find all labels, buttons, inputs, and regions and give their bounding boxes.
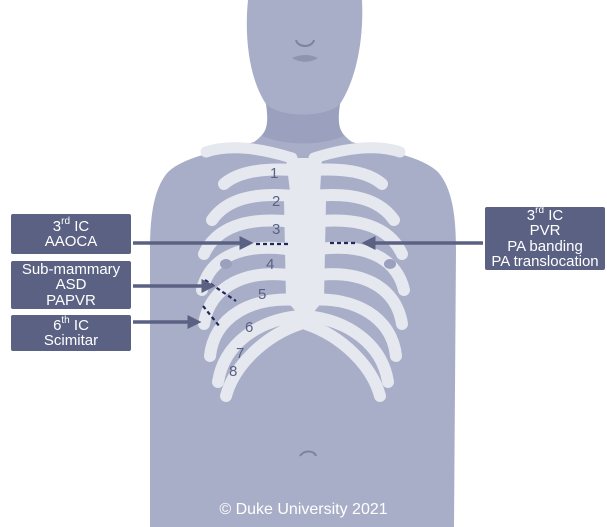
label-3rd-ic-pvr-line3: PA banding: [485, 239, 605, 255]
label-3rd-ic-pvr: 3rd IC PVR PA banding PA translocation: [483, 205, 607, 272]
nipple-right: [384, 259, 396, 269]
rib-number-3: 3: [272, 222, 280, 237]
rib-number-4: 4: [266, 257, 274, 272]
label-3rd-ic-aaoca-line1: 3rd IC: [11, 219, 131, 235]
rib-number-5: 5: [258, 287, 266, 302]
rib-number-1: 1: [270, 166, 278, 181]
rib-number-6: 6: [245, 320, 253, 335]
label-submammary-line3: PAPVR: [11, 293, 131, 309]
label-3rd-ic-pvr-line2: PVR: [485, 223, 605, 239]
label-submammary-line2: ASD: [11, 277, 131, 293]
label-submammary: Sub-mammary ASD PAPVR: [9, 259, 133, 311]
rib-number-7: 7: [236, 346, 244, 361]
rib-number-2: 2: [272, 194, 280, 209]
label-6th-ic-scimitar-line1: 6th IC: [11, 318, 131, 334]
nipple-left: [220, 259, 232, 269]
copyright-notice: © Duke University 2021: [0, 501, 607, 519]
label-3rd-ic-aaoca-line2: AAOCA: [11, 234, 131, 250]
label-3rd-ic-aaoca: 3rd IC AAOCA: [9, 212, 133, 256]
label-6th-ic-scimitar: 6th IC Scimitar: [9, 313, 133, 353]
label-3rd-ic-pvr-line4: PA translocation: [485, 254, 605, 270]
label-3rd-ic-pvr-line1: 3rd IC: [485, 208, 605, 224]
label-submammary-line1: Sub-mammary: [11, 262, 131, 278]
sternum: [284, 158, 326, 326]
rib-number-8: 8: [229, 364, 237, 379]
label-6th-ic-scimitar-line2: Scimitar: [11, 333, 131, 349]
